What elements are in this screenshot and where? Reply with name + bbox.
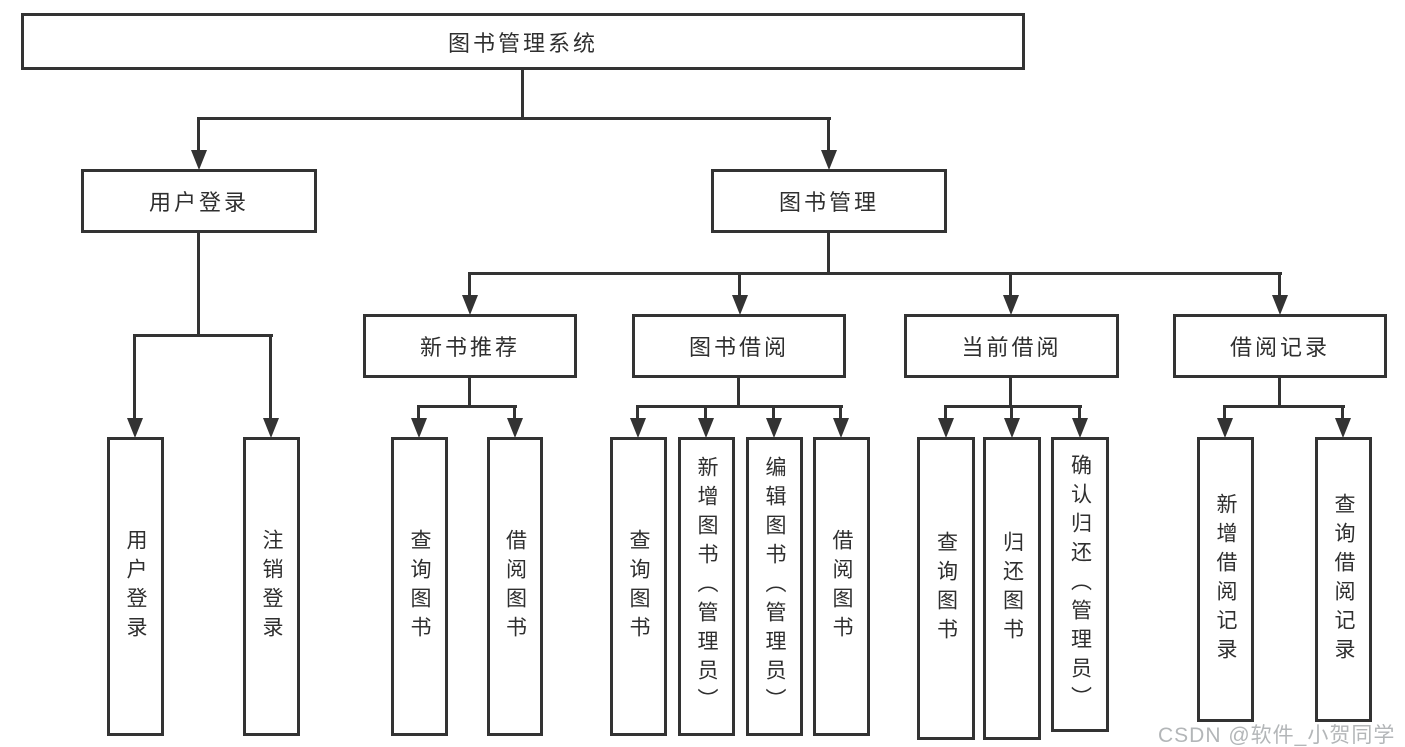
connector-drop bbox=[1010, 405, 1013, 419]
arrow-down-icon bbox=[1072, 418, 1088, 438]
connector-mgmt-bus bbox=[468, 272, 1282, 275]
node-book-borrowing: 图书借阅 bbox=[632, 314, 846, 378]
leaf-label: 借阅图书 bbox=[503, 528, 527, 645]
leaf-label: 查询图书 bbox=[408, 528, 431, 645]
connector-mgmt-stem bbox=[827, 233, 830, 275]
arrow-down-icon bbox=[1004, 418, 1020, 438]
arrow-down-icon bbox=[1335, 418, 1351, 438]
connector-root-bus bbox=[198, 117, 831, 120]
leaf-label: 编辑图书（管理员） bbox=[763, 456, 786, 717]
leaf-borrow-search-books: 查询图书 bbox=[610, 437, 667, 736]
node-label: 用户登录 bbox=[148, 190, 249, 215]
connector-drop bbox=[704, 405, 707, 419]
node-label: 当前借阅 bbox=[961, 335, 1062, 360]
arrow-down-icon bbox=[766, 418, 782, 438]
node-current-borrowing: 当前借阅 bbox=[904, 314, 1119, 378]
leaf-borrow-edit-books-admin: 编辑图书（管理员） bbox=[746, 437, 803, 736]
arrow-down-icon bbox=[507, 418, 523, 438]
connector-drop bbox=[417, 405, 420, 419]
leaf-user-login: 用户登录 bbox=[107, 437, 164, 736]
node-library-management-system: 图书管理系统 bbox=[21, 13, 1025, 70]
node-label: 新书推荐 bbox=[419, 335, 520, 360]
arrow-down-icon bbox=[191, 150, 207, 170]
leaf-records-add-borrow-record: 新增借阅记录 bbox=[1197, 437, 1254, 722]
connector-drop bbox=[944, 405, 947, 419]
leaf-label: 注销登录 bbox=[260, 528, 283, 645]
leaf-label: 归还图书 bbox=[1000, 530, 1024, 647]
leaf-label: 新增借阅记录 bbox=[1214, 492, 1237, 667]
connector-drop bbox=[1341, 405, 1344, 419]
csdn-watermark: CSDN @软件_小贺同学 bbox=[1158, 724, 1396, 747]
arrow-down-icon bbox=[263, 418, 279, 438]
node-book-management: 图书管理 bbox=[711, 169, 947, 233]
leaf-label: 查询图书 bbox=[934, 530, 958, 647]
connector-drop bbox=[468, 272, 471, 296]
connector-recommend-stem bbox=[468, 378, 471, 408]
connector-drop bbox=[133, 334, 136, 419]
node-label: 图书管理系统 bbox=[447, 30, 598, 56]
node-label: 图书借阅 bbox=[688, 335, 789, 360]
connector-user-stem bbox=[197, 233, 200, 336]
leaf-recommend-search-books: 查询图书 bbox=[391, 437, 448, 736]
arrow-down-icon bbox=[833, 418, 849, 438]
arrow-down-icon bbox=[462, 295, 478, 315]
arrow-down-icon bbox=[938, 418, 954, 438]
leaf-label: 确认归还（管理员） bbox=[1068, 454, 1092, 715]
connector-drop bbox=[197, 117, 200, 152]
connector-drop bbox=[636, 405, 639, 419]
leaf-borrow-borrow-books: 借阅图书 bbox=[813, 437, 870, 736]
leaf-current-return-books: 归还图书 bbox=[983, 437, 1041, 740]
leaf-records-search-borrow-record: 查询借阅记录 bbox=[1315, 437, 1372, 722]
connector-drop bbox=[1223, 405, 1226, 419]
node-label: 图书管理 bbox=[778, 190, 879, 215]
connector-current-stem bbox=[1009, 378, 1012, 408]
connector-records-bus bbox=[1223, 405, 1345, 408]
leaf-label: 查询图书 bbox=[627, 528, 650, 645]
arrow-down-icon bbox=[821, 150, 837, 170]
leaf-label: 新增图书（管理员） bbox=[695, 456, 718, 717]
connector-recommend-bus bbox=[417, 405, 517, 408]
connector-drop bbox=[1278, 272, 1281, 296]
connector-current-bus bbox=[944, 405, 1082, 408]
connector-drop bbox=[839, 405, 842, 419]
leaf-borrow-add-books-admin: 新增图书（管理员） bbox=[678, 437, 735, 736]
connector-user-bus bbox=[133, 334, 273, 337]
connector-drop bbox=[1009, 272, 1012, 296]
leaf-recommend-borrow-books: 借阅图书 bbox=[487, 437, 543, 736]
connector-drop bbox=[827, 117, 830, 152]
connector-drop bbox=[513, 405, 516, 419]
leaf-label: 借阅图书 bbox=[830, 528, 853, 645]
arrow-down-icon bbox=[1272, 295, 1288, 315]
leaf-label: 查询借阅记录 bbox=[1332, 492, 1355, 667]
node-borrowing-records: 借阅记录 bbox=[1173, 314, 1387, 378]
leaf-label: 用户登录 bbox=[124, 528, 147, 645]
node-new-book-recommendation: 新书推荐 bbox=[363, 314, 577, 378]
leaf-logout: 注销登录 bbox=[243, 437, 300, 736]
arrow-down-icon bbox=[127, 418, 143, 438]
connector-drop bbox=[269, 334, 272, 419]
connector-drop bbox=[738, 272, 741, 296]
connector-drop bbox=[1078, 405, 1081, 419]
connector-drop bbox=[772, 405, 775, 419]
connector-records-stem bbox=[1278, 378, 1281, 408]
leaf-current-search-books: 查询图书 bbox=[917, 437, 975, 740]
connector-borrow-stem bbox=[737, 378, 740, 408]
arrow-down-icon bbox=[732, 295, 748, 315]
node-label: 借阅记录 bbox=[1229, 335, 1330, 360]
arrow-down-icon bbox=[411, 418, 427, 438]
arrow-down-icon bbox=[1217, 418, 1233, 438]
node-user-login: 用户登录 bbox=[81, 169, 317, 233]
arrow-down-icon bbox=[698, 418, 714, 438]
arrow-down-icon bbox=[630, 418, 646, 438]
arrow-down-icon bbox=[1003, 295, 1019, 315]
connector-root-stem bbox=[521, 70, 524, 120]
leaf-current-confirm-return-admin: 确认归还（管理员） bbox=[1051, 437, 1109, 732]
connector-borrow-bus bbox=[636, 405, 843, 408]
